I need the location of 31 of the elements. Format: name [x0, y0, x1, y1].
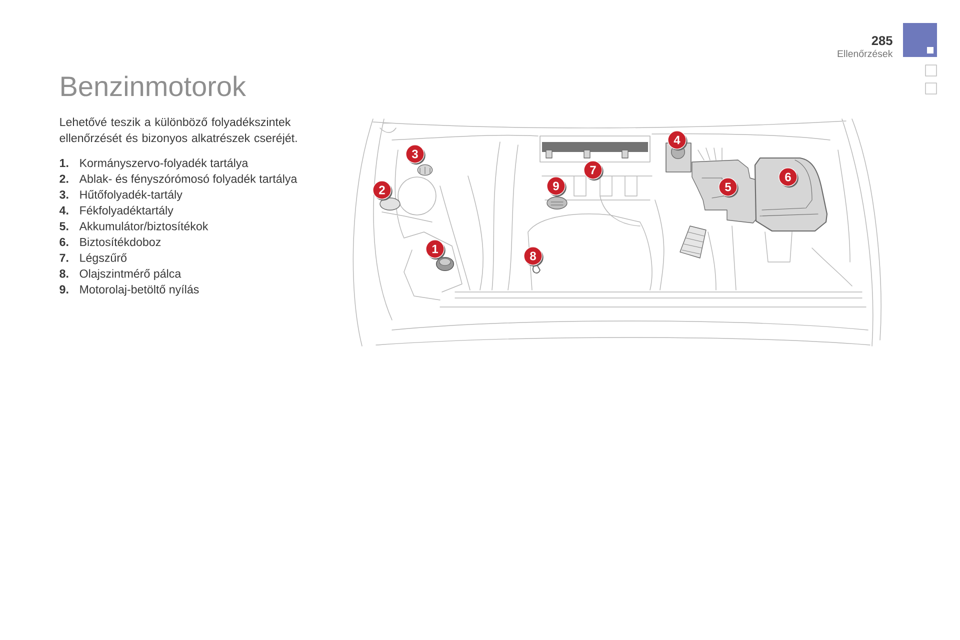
list-number: 6.: [60, 238, 68, 246]
callout-number: 2: [372, 180, 392, 201]
list-item: Légszűrő: [80, 253, 127, 264]
callout-number: 7: [584, 160, 604, 181]
callout-number: 1: [426, 240, 446, 260]
list-item: Biztosítékdoboz: [80, 237, 161, 246]
list-number: 7.: [60, 254, 68, 262]
list-item: Fékfolyadéktartály: [80, 206, 174, 217]
intro-paragraph: Lehetővé teszik a különböző folyadékszintek ellenőrzését és bizonyos alkatrészek cseréjét.: [60, 117, 297, 144]
callout-number: 4: [668, 130, 688, 151]
list-item: Kormányszervo-folyadék tartálya: [80, 158, 248, 170]
list-item: Ablak- és fényszórómosó folyadék tartálya: [79, 174, 298, 186]
title: Benzinmotorok: [62, 76, 246, 96]
list-number: 9.: [60, 285, 68, 294]
callout-number: 3: [406, 144, 426, 165]
list-number: 2.: [60, 174, 68, 183]
list-item: Olajszintmérő pálca: [80, 269, 182, 280]
callout-number: 9: [546, 176, 566, 197]
list-number: 8.: [60, 270, 68, 278]
list-item: Akkumulátor/biztosítékok: [79, 222, 208, 230]
list-number: 4.: [59, 206, 68, 214]
callout-number: 5: [718, 178, 738, 198]
page-number: 285: [872, 36, 892, 46]
list-item: Hűtőfolyadék-tartály: [80, 190, 182, 201]
list-number: 1.: [60, 159, 68, 167]
callout-number: 6: [778, 168, 798, 188]
list-number: 3.: [60, 190, 68, 199]
running-header: Ellenőrzések: [838, 50, 893, 58]
callout-number: 8: [524, 246, 544, 267]
list-number: 5.: [60, 222, 68, 230]
list-item: Motorolaj-betöltő nyílás: [80, 284, 199, 296]
